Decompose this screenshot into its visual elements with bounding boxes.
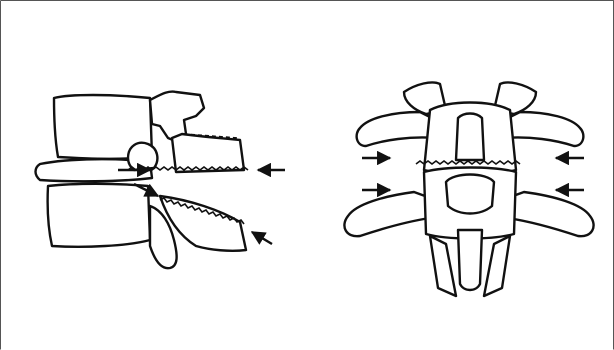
lower-spinous-bulb [446,175,494,214]
lower-transverse-left [344,192,436,236]
upper-arch [172,134,244,172]
pars-knob [128,143,157,170]
inferior-process-right [484,236,510,296]
lateral-vertebrae-icon [36,92,247,269]
inferior-process-left [430,236,456,296]
upper-posterior-elements [150,92,204,142]
inferior-spinous [458,230,482,290]
arrow-lateral-4 [252,232,272,244]
lower-vertebral-body [48,184,150,247]
upper-spinous [456,114,484,161]
